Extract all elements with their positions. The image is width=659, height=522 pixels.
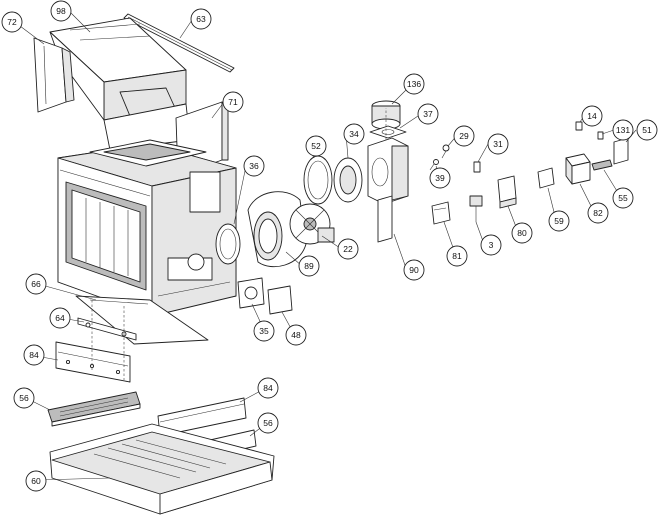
callout-39: 39 xyxy=(429,167,451,189)
callout-48: 48 xyxy=(285,324,307,346)
part-31-sensor xyxy=(473,161,481,173)
callout-63: 63 xyxy=(190,8,212,30)
callout-71: 71 xyxy=(222,91,244,113)
part-72-side-panel xyxy=(33,37,75,113)
svg-text:31: 31 xyxy=(493,139,503,149)
svg-text:22: 22 xyxy=(343,244,353,254)
part-63-flange xyxy=(123,13,235,73)
callout-35: 35 xyxy=(253,320,275,342)
part-3-switch xyxy=(469,195,483,222)
part-22-fan xyxy=(289,203,335,245)
part-48-plate xyxy=(267,285,293,315)
callout-34: 34 xyxy=(343,123,365,145)
svg-text:84: 84 xyxy=(263,383,273,393)
svg-text:35: 35 xyxy=(259,326,269,336)
callout-64: 64 xyxy=(49,307,71,329)
callout-98: 98 xyxy=(50,0,72,22)
callout-56-right: 56 xyxy=(257,412,279,434)
part-80-bracket xyxy=(497,175,517,209)
svg-text:52: 52 xyxy=(311,141,321,151)
svg-text:89: 89 xyxy=(304,261,314,271)
part-59-plate xyxy=(537,167,555,189)
part-98-hood xyxy=(49,17,191,151)
svg-text:56: 56 xyxy=(263,418,273,428)
callout-31: 31 xyxy=(487,133,509,155)
callout-51: 51 xyxy=(636,119,658,141)
svg-text:90: 90 xyxy=(409,265,419,275)
callout-37: 37 xyxy=(417,103,439,125)
svg-text:80: 80 xyxy=(517,228,527,238)
part-56-vent-grille xyxy=(47,391,141,427)
part-60-base-tray xyxy=(49,423,275,515)
part-36-gasket xyxy=(215,223,241,265)
svg-text:72: 72 xyxy=(7,17,17,27)
callout-36: 36 xyxy=(243,155,265,177)
callout-131: 131 xyxy=(612,119,634,141)
part-82-control-box xyxy=(565,153,591,185)
svg-text:82: 82 xyxy=(593,208,603,218)
svg-text:3: 3 xyxy=(489,240,494,250)
callout-81: 81 xyxy=(446,245,468,267)
callout-84-left: 84 xyxy=(23,344,45,366)
part-81-bracket xyxy=(431,201,451,225)
callout-89: 89 xyxy=(298,255,320,277)
svg-text:36: 36 xyxy=(249,161,259,171)
callout-84-right: 84 xyxy=(257,377,279,399)
svg-text:63: 63 xyxy=(196,14,206,24)
svg-text:71: 71 xyxy=(228,97,238,107)
part-14-clip xyxy=(575,121,583,131)
svg-text:29: 29 xyxy=(459,131,469,141)
svg-text:66: 66 xyxy=(31,279,41,289)
svg-text:14: 14 xyxy=(587,111,597,121)
part-firebox-body xyxy=(57,139,237,317)
part-34-flange xyxy=(333,157,363,203)
callout-80: 80 xyxy=(511,222,533,244)
callout-66: 66 xyxy=(25,273,47,295)
callout-14: 14 xyxy=(581,105,603,127)
callout-52: 52 xyxy=(305,135,327,157)
svg-text:37: 37 xyxy=(423,109,433,119)
callout-3: 3 xyxy=(480,234,502,256)
svg-text:60: 60 xyxy=(31,476,41,486)
callout-22: 22 xyxy=(337,238,359,260)
svg-text:98: 98 xyxy=(56,6,66,16)
part-52-gasket xyxy=(303,155,333,205)
svg-text:39: 39 xyxy=(435,173,445,183)
callout-29: 29 xyxy=(453,125,475,147)
part-37-gasket xyxy=(369,125,407,139)
svg-text:59: 59 xyxy=(554,216,564,226)
svg-text:34: 34 xyxy=(349,129,359,139)
callout-72: 72 xyxy=(1,11,23,33)
part-39-fitting xyxy=(429,159,439,171)
svg-text:81: 81 xyxy=(452,251,462,261)
svg-text:56: 56 xyxy=(19,393,29,403)
svg-text:84: 84 xyxy=(29,350,39,360)
part-55-terminal xyxy=(591,159,613,171)
callout-136: 136 xyxy=(403,73,425,95)
callout-59: 59 xyxy=(548,210,570,232)
callout-90: 90 xyxy=(403,259,425,281)
part-35-plate xyxy=(237,277,265,309)
svg-text:64: 64 xyxy=(55,313,65,323)
callout-60: 60 xyxy=(25,470,47,492)
svg-text:131: 131 xyxy=(616,125,630,135)
part-89-blower-housing xyxy=(247,191,307,268)
callout-56-left: 56 xyxy=(13,387,35,409)
svg-text:136: 136 xyxy=(407,79,421,89)
part-84-front-strip-left xyxy=(55,341,131,383)
svg-text:55: 55 xyxy=(618,193,628,203)
part-29-fitting xyxy=(441,144,450,159)
callout-55: 55 xyxy=(612,187,634,209)
part-64-bracket xyxy=(77,317,137,341)
part-131-clip xyxy=(597,131,604,140)
svg-text:51: 51 xyxy=(642,125,652,135)
part-90-duct xyxy=(367,108,409,243)
callout-82: 82 xyxy=(587,202,609,224)
svg-text:48: 48 xyxy=(291,330,301,340)
